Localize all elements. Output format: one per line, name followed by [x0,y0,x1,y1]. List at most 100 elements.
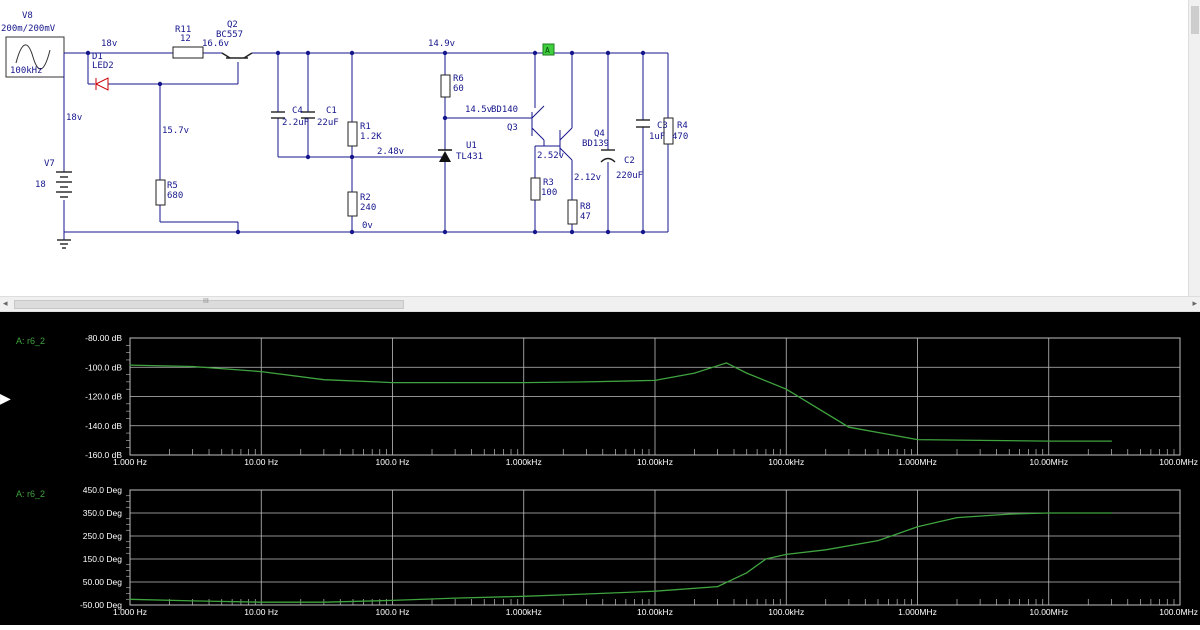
r8-value: 47 [580,212,591,222]
data-point [1048,440,1050,442]
y-tick-label: 50.00 Deg [83,577,122,587]
y-tick-label: 350.0 Deg [83,508,122,518]
c2-label: C2 [624,156,635,166]
schematic-canvas[interactable]: V8 200m/200mV 100kHz V7 18 R11 12 Q2 BC5… [0,0,1188,296]
magnitude-plot: -80.00 dB-100.0 dB-120.0 dB-140.0 dB-160… [85,333,1198,467]
scroll-grip-icon: III [203,298,209,305]
analysis-plot-panel[interactable]: A: r6_2 A: r6_2 ▶ -80.00 dB-100.0 dB-120… [0,312,1200,625]
data-point [260,371,262,373]
data-point [391,599,394,601]
v7-label: V7 [44,159,55,169]
r2-value: 240 [360,203,376,213]
r4-resistor [663,117,674,145]
r4-label: R4 [677,121,688,131]
r6-resistor [440,74,451,98]
r11-resistor [172,46,204,59]
data-point [785,553,787,555]
v8-frequency: 100kHz [10,66,43,76]
r5-value: 680 [167,191,183,201]
r1-resistor [347,121,358,147]
r1-value: 1.2K [360,132,382,142]
r3-value: 100 [541,188,557,198]
data-point [848,426,850,428]
r5-resistor [155,179,166,206]
x-tick-label: 100.0kHz [768,607,804,617]
q2-part: BC557 [216,30,243,40]
data-point [323,601,325,603]
probe-label: A [545,46,550,55]
x-tick-label: 100.0MHz [1159,607,1198,617]
data-point [391,382,394,384]
q4-label: Q4 [594,129,605,139]
x-tick-label: 1.000kHz [506,457,542,467]
data-point [192,600,194,602]
horizontal-scrollbar[interactable]: ◂ III ▸ [0,296,1200,312]
y-tick-label: 250.0 Deg [83,531,122,541]
scroll-right-arrow-icon[interactable]: ▸ [1192,298,1197,308]
data-point [129,364,131,366]
x-tick-label: 1.000MHz [898,607,937,617]
x-tick-label: 10.00MHz [1029,607,1068,617]
y-tick-label: -120.0 dB [85,392,122,402]
y-tick-label: 450.0 Deg [83,485,122,495]
y-tick-label: -160.0 dB [85,450,122,460]
y-tick-label: -80.00 dB [85,333,122,343]
voltage-2-48v: 2.48v [377,147,404,157]
x-tick-label: 10.00kHz [637,457,673,467]
v8-amplitude: 200m/200mV [1,24,56,34]
voltage-2-12v: 2.12v [574,173,601,183]
r3-resistor [530,177,541,201]
r11-label: R11 [175,25,191,35]
voltage-0v: 0v [362,221,373,231]
data-point [1110,440,1112,442]
data-point [323,379,325,381]
data-point [523,595,525,597]
r4-value: 470 [672,132,688,142]
v8-label: V8 [22,11,33,21]
data-point [192,365,194,368]
x-tick-label: 1.000kHz [506,607,542,617]
vertical-scrollbar[interactable] [1188,0,1200,296]
u1-part: TL431 [456,152,483,162]
r8-label: R8 [580,202,591,212]
x-tick-label: 10.00kHz [637,607,673,617]
bode-plot-svg: A: r6_2 A: r6_2 ▶ -80.00 dB-100.0 dB-120… [0,333,1198,617]
x-tick-label: 1.000 Hz [113,457,147,467]
data-point [523,382,525,384]
r5-label: R5 [167,181,178,191]
horizontal-scroll-thumb[interactable] [14,300,404,309]
d1-part: LED2 [92,61,114,71]
data-point [454,382,456,384]
scroll-left-arrow-icon[interactable]: ◂ [3,298,8,308]
voltage-2-52v: 2.52v [537,151,564,161]
d1-label: D1 [92,52,103,62]
x-tick-label: 10.00 Hz [244,607,278,617]
data-point [260,601,262,603]
data-point [725,362,728,364]
vertical-scroll-thumb[interactable] [1191,6,1199,34]
r6-value: 60 [453,84,464,94]
r6-label: R6 [453,74,464,84]
voltage-16-6v: 16.6v [202,39,229,49]
series-line [129,362,1112,442]
x-tick-label: 10.00MHz [1029,457,1068,467]
data-point [956,517,958,519]
active-trace-marker-icon: ▶ [0,390,11,406]
x-tick-label: 100.0MHz [1159,457,1198,467]
magnitude-trace-label: A: r6_2 [16,336,45,346]
data-point [585,381,588,383]
data-point [585,593,588,595]
r11-value: 12 [180,34,191,44]
voltage-15-7v: 15.7v [162,126,189,136]
data-point [693,372,696,374]
data-point [765,558,767,560]
c4-label: C4 [292,106,303,116]
c1-value: 22uF [317,118,339,128]
v7-value: 18 [35,180,46,190]
r2-label: R2 [360,193,371,203]
x-tick-label: 100.0 Hz [375,607,409,617]
x-tick-label: 1.000MHz [898,457,937,467]
data-point [916,439,919,441]
voltage-14-5v: 14.5v [465,105,492,115]
